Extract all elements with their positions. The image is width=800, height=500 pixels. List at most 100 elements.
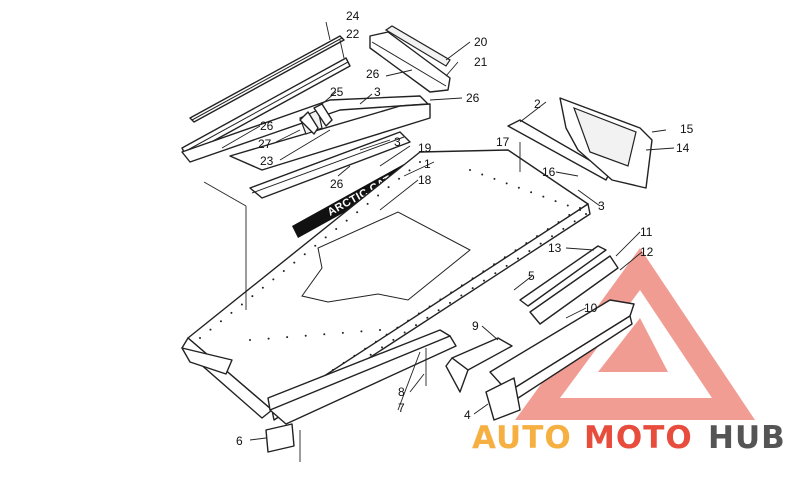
watermark-hub: HUB (708, 420, 786, 456)
rivet (439, 298, 442, 301)
callout-15: 15 (680, 122, 694, 136)
rivet (449, 301, 451, 304)
rivet (209, 328, 212, 331)
rivet (286, 336, 289, 339)
rivet (517, 186, 520, 189)
rivet (482, 270, 485, 273)
callout-1: 1 (424, 157, 431, 171)
callout-5: 5 (528, 269, 535, 283)
rivet (303, 253, 306, 256)
part-13-rail (519, 245, 607, 307)
rivet (585, 213, 587, 215)
rivet (469, 169, 471, 171)
rivet (377, 194, 380, 197)
rivet (505, 264, 508, 267)
callout-12: 12 (640, 245, 654, 259)
rivet (398, 177, 401, 180)
rivet (230, 311, 233, 314)
rivet (249, 339, 251, 341)
callout-14: 14 (676, 141, 690, 155)
rivet (483, 279, 485, 282)
callout-26-c: 26 (260, 119, 274, 133)
rivet (353, 354, 356, 357)
watermark-auto: AUTO (472, 420, 572, 456)
rivet (331, 368, 334, 371)
part-6-plate (265, 423, 295, 453)
callout-16: 16 (542, 165, 556, 179)
part-11-rail (529, 255, 619, 325)
callout-7: 7 (398, 401, 405, 415)
watermark-logo (515, 248, 755, 420)
rivet (251, 295, 254, 298)
callout-27: 27 (258, 137, 272, 151)
callout-6: 6 (236, 434, 243, 448)
watermark-moto: MOTO (584, 420, 693, 456)
rivet (408, 169, 411, 172)
callout-25: 25 (330, 85, 344, 99)
rivet (199, 337, 201, 339)
rivet (542, 195, 545, 198)
callout-9: 9 (472, 319, 479, 333)
callout-21: 21 (474, 55, 488, 69)
rivet (335, 228, 338, 231)
rivet (437, 309, 440, 312)
part-14-flap (559, 97, 653, 189)
rivet (551, 235, 553, 238)
callout-4: 4 (464, 408, 471, 422)
rivet (517, 257, 519, 260)
rivet (579, 209, 581, 211)
rivet (407, 319, 410, 322)
rivet (417, 312, 420, 315)
rivet (240, 303, 243, 306)
rivet (573, 220, 576, 223)
callout-26-a: 26 (366, 67, 380, 81)
part-20-21-rail (369, 25, 451, 93)
rivet (568, 214, 571, 217)
callout-10: 10 (584, 301, 598, 315)
callout-13: 13 (548, 241, 562, 255)
rivet (426, 316, 429, 319)
rivet (493, 263, 496, 266)
rivet (528, 250, 531, 253)
rivet (381, 346, 383, 349)
rivet (525, 242, 528, 245)
rivet (364, 347, 367, 350)
rivet (374, 340, 377, 343)
rivet (345, 219, 348, 222)
callout-17: 17 (496, 135, 510, 149)
rivet (460, 294, 463, 297)
rivet (481, 173, 484, 176)
callout-26-d: 26 (330, 177, 344, 191)
rivet (579, 207, 581, 209)
callout-26-b: 26 (466, 91, 480, 105)
callout-3-top: 3 (374, 85, 381, 99)
rivet (514, 249, 517, 252)
rivet (493, 177, 496, 180)
rivet (530, 191, 533, 194)
rivet (396, 326, 399, 329)
rivet (419, 161, 421, 163)
callout-24: 24 (346, 9, 360, 23)
rivet (304, 334, 307, 337)
rivet (471, 277, 474, 280)
rivet (428, 305, 431, 308)
callout-11: 11 (640, 225, 653, 239)
rivet (562, 227, 565, 230)
rivet (503, 256, 506, 259)
callout-20: 20 (474, 35, 488, 49)
rivet (566, 204, 569, 207)
callout-labels: 1 2 3 3 3 4 5 6 7 8 9 10 11 12 13 14 15 … (236, 9, 694, 448)
rivet (324, 236, 327, 239)
rivet (471, 287, 474, 290)
rivet (360, 330, 363, 333)
callout-18: 18 (418, 173, 432, 187)
rivet (261, 286, 264, 289)
rivet (342, 361, 345, 364)
callout-19: 19 (418, 141, 432, 155)
watermark-text: AUTO MOTO HUB (472, 420, 786, 456)
rivet (267, 337, 270, 340)
rivet (366, 202, 369, 205)
rivet (460, 284, 463, 287)
